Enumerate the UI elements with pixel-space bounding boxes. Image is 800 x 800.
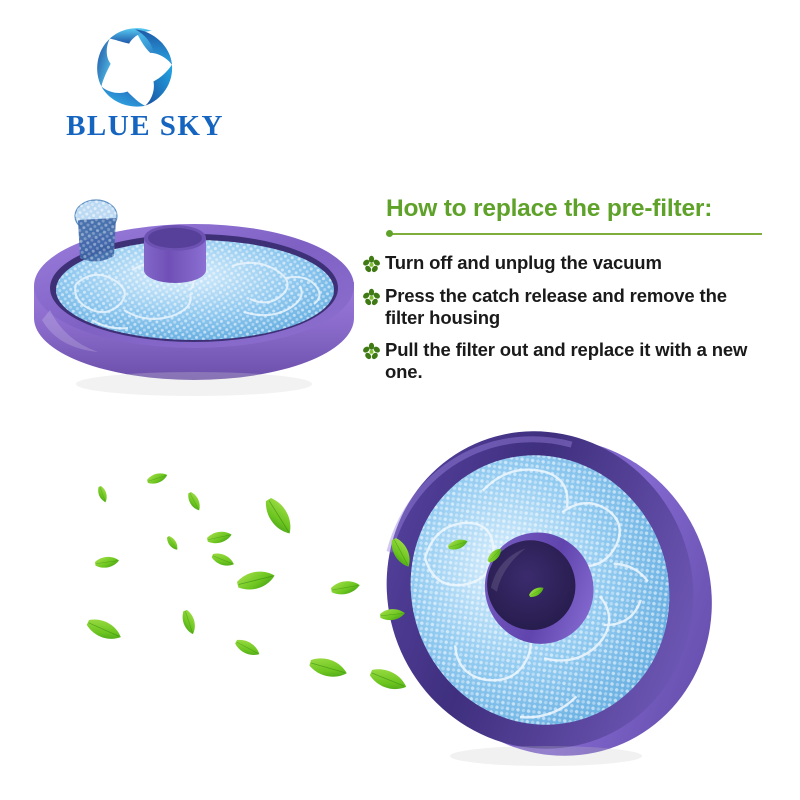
instructions-title: How to replace the pre-filter: (386, 195, 713, 222)
swirl-aperture-icon (93, 26, 177, 110)
instructions-panel: How to replace the pre-filter: (362, 195, 782, 399)
green-flower-bullet-icon (362, 255, 381, 274)
list-item: Press the catch release and remove the f… (362, 285, 782, 330)
vacuum-pre-filter-angled-view (367, 418, 712, 768)
title-rule-line (390, 232, 762, 235)
title-rule-dot (386, 229, 393, 237)
vacuum-pre-filter-top-view (28, 178, 360, 408)
step-text: Pull the filter out and replace it with … (385, 338, 748, 383)
green-flower-bullet-icon (362, 288, 381, 307)
list-item: Pull the filter out and replace it with … (362, 339, 782, 384)
mesh-pull-tab (74, 199, 118, 262)
list-item: Turn off and unplug the vacuum (362, 252, 782, 276)
replacement-steps-list: Turn off and unplug the vacuum (362, 252, 782, 384)
title-underline (386, 229, 762, 238)
step-text: Turn off and unplug the vacuum (385, 251, 662, 273)
green-flower-bullet-icon (362, 342, 381, 361)
brand-logo-block: BLUE SKY (55, 26, 235, 146)
brand-name-text: BLUE SKY (66, 110, 224, 142)
step-text: Press the catch release and remove the f… (385, 284, 727, 329)
